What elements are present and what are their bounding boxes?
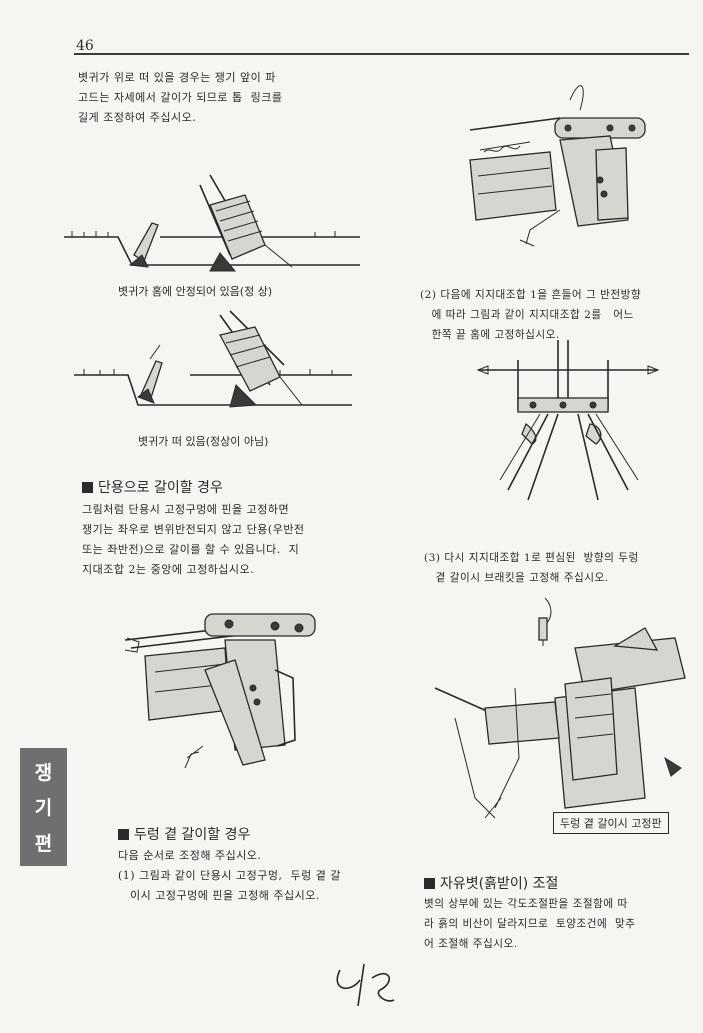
ridge-bracket-illustration [434, 597, 686, 819]
step2-paragraph: (2) 다음에 지지대조합 1을 흔들어 그 반전방향 에 따라 그림과 같이 … [420, 285, 700, 345]
heading-text: 두렁 곁 갈이할 경우 [134, 827, 251, 843]
text-line: 또는 좌반전)으로 갈이를 할 수 있읍니다. 지 [82, 543, 300, 556]
heading-bullet [424, 877, 435, 889]
text-line: 곁 갈이시 브래킷을 고정해 주십시오. [424, 572, 609, 584]
figure-caption-abnormal: 볏귀가 떠 있음(정상이 아님) [138, 435, 269, 448]
ridge-plowing-paragraph: 다음 순서로 조정해 주십시오. (1) 그림과 같이 단용시 고정구멍, 두렁… [118, 846, 398, 906]
section-heading-free-moldboard: 자유볏(흙받이) 조절 [424, 873, 558, 893]
text-line: 라 흙의 비산이 달라지므로 토양조건에 맞추 [424, 918, 636, 930]
fixing-plate-label: 두렁 곁 갈이시 고정판 [553, 812, 669, 834]
step3-paragraph: (3) 다시 지지대조합 1로 편심된 방향의 두렁 곁 갈이시 브래킷을 고정… [424, 548, 703, 588]
text-line: 고드는 자세에서 갈이가 되므로 톱 링크를 [78, 91, 283, 104]
heading-text: 자유볏(흙받이) 조절 [440, 876, 559, 892]
text-line: (2) 다음에 지지대조합 1을 흔들어 그 반전방향 [420, 289, 642, 301]
text-line: 쟁기는 좌우로 변위반전되지 않고 단용(우반전 [82, 523, 305, 536]
text-line: (3) 다시 지지대조합 1로 편심된 방향의 두렁 [424, 552, 639, 564]
text-line: 다음 순서로 조정해 주십시오. [118, 849, 262, 862]
heading-bullet [82, 481, 93, 493]
text-line: 지대조합 2는 중앙에 고정하십시오. [82, 563, 255, 576]
text-line: 볏귀가 위로 떠 있을 경우는 쟁기 앞이 파 [78, 71, 276, 84]
figure-caption-normal: 볏귀가 홈에 안정되어 있음(정 상) [118, 285, 273, 298]
side-tab-char: 편 [34, 832, 53, 855]
text-line: 이시 고정구멍에 핀을 고정해 주십시오. [118, 889, 320, 902]
text-line: 에 따라 그림과 같이 지지대조합 2를 어느 [420, 309, 634, 321]
text-line: (1) 그림과 같이 단용시 고정구멍, 두렁 곁 갈 [118, 869, 341, 882]
side-tab-char: 기 [34, 797, 53, 820]
side-tab-char: 쟁 [34, 762, 53, 785]
free-moldboard-paragraph: 볏의 상부에 있는 각도조절판을 조절함에 따 라 흙의 비산이 달라지므로 토… [424, 894, 694, 954]
text-line: 한쪽 끝 홈에 고정하십시오. [420, 329, 560, 341]
support-frame-illustration [476, 340, 660, 501]
fixing-pin-illustration [124, 613, 316, 769]
heading-text: 단용으로 갈이할 경우 [98, 480, 223, 496]
intro-paragraph: 볏귀가 위로 떠 있을 경우는 쟁기 앞이 파 고드는 자세에서 갈이가 되므로… [78, 68, 378, 128]
text-line: 길게 조정하여 주십시오. [78, 111, 197, 124]
text-line: 어 조절해 주십시오. [424, 938, 518, 950]
section-heading-ridge-plowing: 두렁 곁 갈이할 경우 [118, 824, 250, 844]
heading-bullet [118, 828, 129, 840]
text-line: 볏의 상부에 있는 각도조절판을 조절함에 따 [424, 898, 628, 910]
single-use-paragraph: 그림처럼 단용시 고정구멍에 핀을 고정하면 쟁기는 좌우로 변위반전되지 않고… [82, 500, 382, 580]
plow-normal-illustration [64, 174, 360, 272]
text-line: 그림처럼 단용시 고정구멍에 핀을 고정하면 [82, 503, 290, 516]
section-side-tab: 쟁 기 편 [20, 748, 67, 866]
support-linkage-illustration [469, 85, 646, 247]
section-heading-single-use: 단용으로 갈이할 경우 [82, 477, 223, 497]
header-rule [74, 53, 689, 55]
page-number: 46 [76, 38, 94, 54]
plow-abnormal-illustration [74, 310, 352, 408]
handwritten-mark [336, 963, 395, 1007]
